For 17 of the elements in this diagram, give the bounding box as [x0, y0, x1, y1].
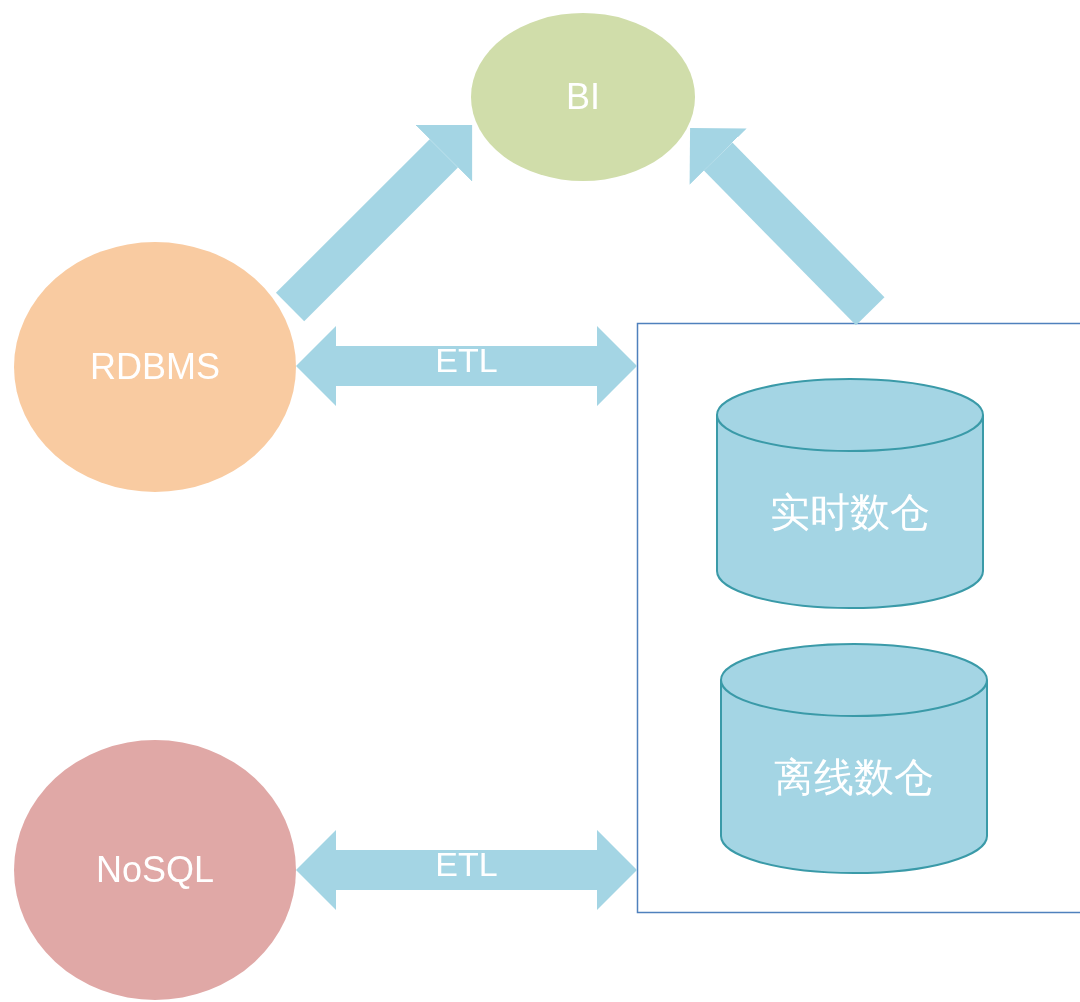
nosql-ellipse — [14, 740, 296, 1000]
rdbms-ellipse — [14, 242, 296, 492]
node-label: 实时数仓 — [769, 488, 931, 536]
warehouse-container — [637, 323, 1080, 913]
block-arrow — [275, 125, 473, 322]
node-label: BI — [565, 75, 601, 119]
block-arrow — [689, 128, 885, 326]
edge-label: ETL — [435, 844, 498, 884]
node-label: RDBMS — [89, 345, 221, 389]
bi-ellipse — [471, 13, 695, 181]
block-arrow — [296, 829, 637, 910]
node-label: NoSQL — [94, 848, 216, 892]
database-cylinder — [720, 643, 988, 873]
block-arrow — [296, 326, 637, 407]
database-cylinder — [716, 378, 984, 608]
node-label: 离线数仓 — [773, 753, 935, 801]
edge-label: ETL — [435, 340, 498, 380]
